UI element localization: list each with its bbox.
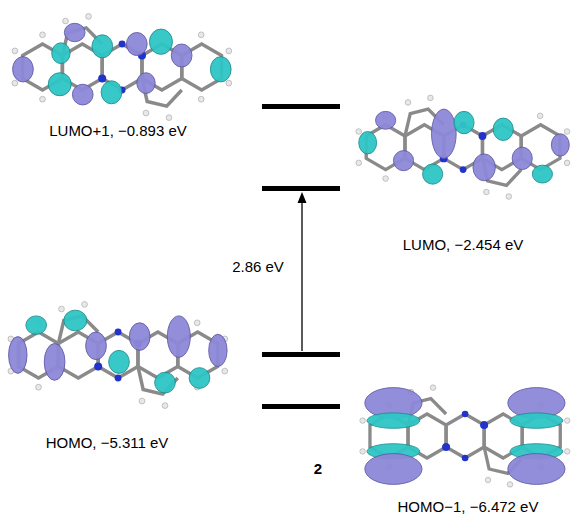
compound-number: 2 <box>314 460 322 478</box>
gap-label: 2.86 eV <box>232 258 284 276</box>
orbital-label: LUMO, −2.454 eV <box>403 236 523 254</box>
orbital-label: LUMO+1, −0.893 eV <box>49 122 187 140</box>
orbital-label: HOMO−1, −6.472 eV <box>398 498 539 516</box>
orbital-label: HOMO, −5.311 eV <box>46 434 169 452</box>
